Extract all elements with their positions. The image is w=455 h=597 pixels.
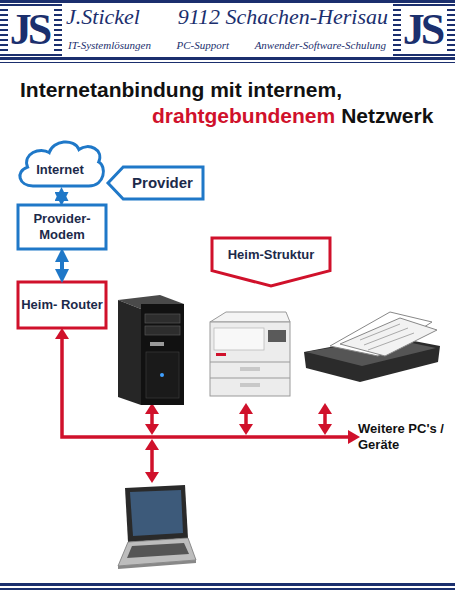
paper-text xyxy=(360,324,400,340)
cloud-node: Internet xyxy=(15,136,105,188)
printer-body xyxy=(210,322,290,396)
paper-text xyxy=(364,328,408,345)
tray-handle xyxy=(240,367,260,371)
pc-tower xyxy=(118,295,184,405)
header-line xyxy=(0,57,455,60)
front-panel xyxy=(146,352,179,398)
printer-top xyxy=(210,312,290,322)
logo-text: JS xyxy=(8,8,54,52)
box-shape xyxy=(18,205,106,249)
paper-sheet xyxy=(340,318,437,356)
paper-text xyxy=(368,333,414,350)
device-label: Weitere PC's / Geräte xyxy=(358,421,450,453)
device-arrow xyxy=(239,403,253,435)
tower-front xyxy=(141,304,184,405)
arrow-head xyxy=(145,472,159,483)
header-row: IT-Systemlösungen PC-Support Anwender-Soft… xyxy=(68,39,386,51)
arrow-shaft xyxy=(150,448,154,474)
header-row: J.Stickel 9112 Schachen-Herisau xyxy=(66,4,388,30)
callout-label: Heim-Struktur xyxy=(212,238,330,286)
footer-line xyxy=(0,588,455,590)
power-light xyxy=(160,373,164,377)
arrow-head xyxy=(55,328,69,339)
laptop-lid xyxy=(125,485,188,542)
device-arrow xyxy=(318,403,332,435)
laptop-edge xyxy=(118,560,196,569)
box-shape xyxy=(18,282,106,328)
service-text: PC-Support xyxy=(176,39,229,51)
service-text: Anwender-Software-Schulung xyxy=(255,39,386,51)
laptop-keyboard xyxy=(127,543,189,558)
logo-mark: JS xyxy=(0,4,62,56)
tray-line xyxy=(210,362,290,363)
node-text: Heim-Struktur xyxy=(228,247,315,263)
header-line xyxy=(0,62,455,63)
diagram-title: Internetanbindung mit internem, xyxy=(20,78,342,102)
laptop xyxy=(118,485,196,569)
company-name: J.Stickel xyxy=(66,4,140,30)
arrow-head xyxy=(145,439,159,450)
company-name: 9112 Schachen-Herisau xyxy=(178,4,388,30)
logo-mark: JS xyxy=(393,4,455,56)
front-badge xyxy=(150,342,164,346)
node-text: Internet xyxy=(36,162,84,178)
connector-arrow xyxy=(60,255,64,276)
arrow-head xyxy=(318,403,332,414)
laptop-screen xyxy=(130,490,183,536)
process-box: Provider- Modem xyxy=(18,205,106,249)
tray-line xyxy=(210,378,290,379)
callout-shape xyxy=(108,167,203,199)
arrow-head xyxy=(239,424,253,435)
printer-cover xyxy=(214,328,264,350)
node-text: Provider- Modem xyxy=(18,211,106,243)
network-bus xyxy=(62,336,350,437)
arrow-shaft xyxy=(323,412,327,426)
connector-arrow xyxy=(60,194,64,199)
printer xyxy=(210,312,290,396)
tower-side xyxy=(118,300,141,405)
cloud-shape xyxy=(20,142,104,186)
scanner xyxy=(304,312,440,382)
device-arrow xyxy=(145,403,159,435)
printer-logo xyxy=(216,353,226,356)
callout-shape xyxy=(212,238,330,286)
arrow-shaft xyxy=(150,412,154,426)
title-part: Netzwerk xyxy=(341,104,433,128)
tray-handle xyxy=(240,383,260,387)
device-arrow xyxy=(145,439,159,483)
title-row: drahtgebundenemNetzwerk xyxy=(152,104,433,128)
node-text: Heim- Router xyxy=(21,297,103,313)
arrow-head xyxy=(145,424,159,435)
printer-panel xyxy=(268,330,286,342)
header-line xyxy=(0,0,455,3)
node-text: Provider xyxy=(132,174,193,192)
arrow-head xyxy=(239,403,253,414)
arrow-head xyxy=(318,424,332,435)
service-text: IT-Systemlösungen xyxy=(68,39,151,51)
footer-line xyxy=(0,583,455,586)
arrow-shaft xyxy=(244,412,248,426)
callout-label: Provider xyxy=(108,167,203,199)
drive-bay xyxy=(145,314,180,323)
drive-bay xyxy=(145,326,180,335)
logo-text: JS xyxy=(401,8,447,52)
process-box: Heim- Router xyxy=(18,282,106,328)
title-part: drahtgebundenem xyxy=(152,104,335,128)
